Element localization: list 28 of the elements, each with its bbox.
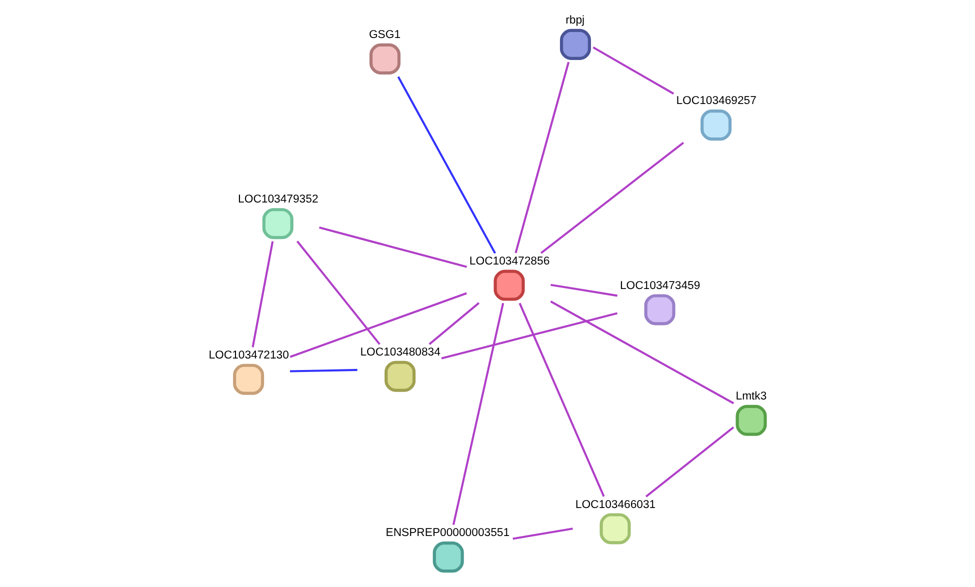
node-label: LOC103469257 <box>676 95 756 108</box>
connector <box>550 284 618 297</box>
node-label: LOC103472130 <box>208 349 289 362</box>
connector <box>428 302 480 346</box>
node-label: LOC103479352 <box>238 194 318 206</box>
node-label: Lmtk3 <box>736 390 767 402</box>
connector <box>514 62 570 254</box>
node-label: LOC103473459 <box>620 280 700 292</box>
node-label: ENSPREP00000003551 <box>386 527 510 540</box>
connector <box>518 302 605 497</box>
node-label: LOC103472856 <box>469 255 550 268</box>
node-label: LOC103466031 <box>575 498 656 511</box>
connector <box>550 300 734 404</box>
connector <box>319 226 468 268</box>
node-label: LOC103480834 <box>360 346 440 358</box>
connector <box>592 46 674 95</box>
connector <box>452 302 504 526</box>
connector <box>290 368 358 372</box>
connector <box>397 76 496 254</box>
connector <box>645 426 734 498</box>
connector <box>441 312 618 360</box>
connector <box>296 240 380 345</box>
node-label: GSG1 <box>368 29 401 42</box>
connector <box>290 292 467 358</box>
connector <box>540 142 684 254</box>
connector <box>512 528 573 540</box>
connector <box>252 241 274 348</box>
node-label: rbpj <box>566 14 585 27</box>
